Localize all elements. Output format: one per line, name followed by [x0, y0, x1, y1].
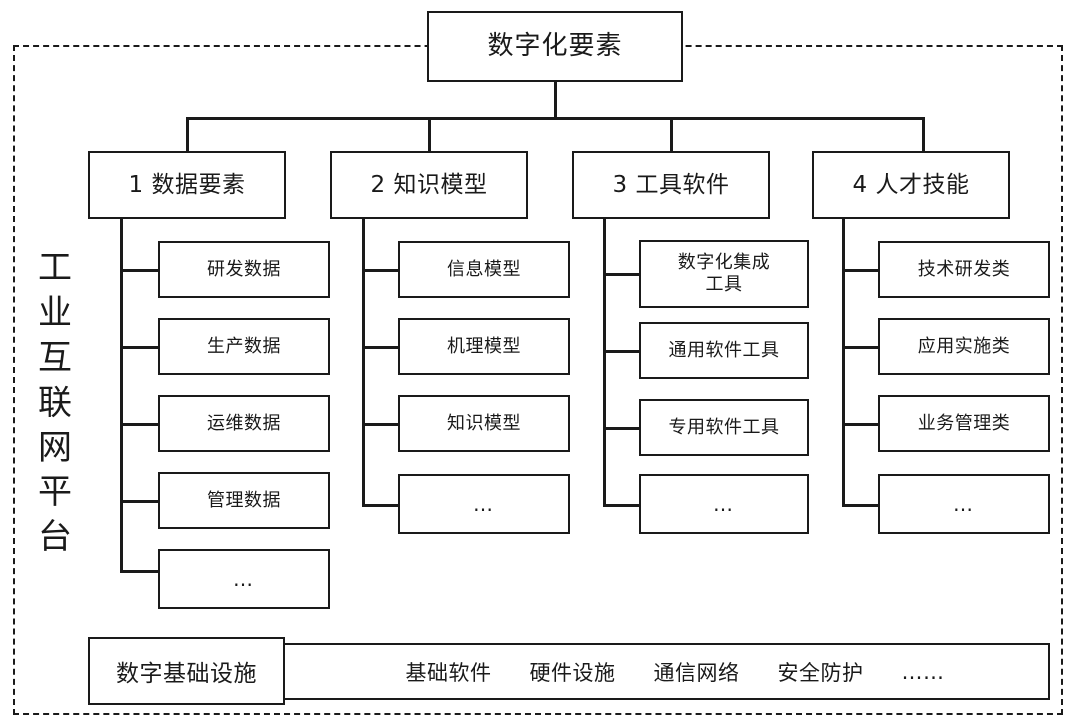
platform-boundary-dashed-frame	[13, 45, 1063, 715]
branch-connector-2-1	[362, 269, 400, 272]
branch-connector-4-1	[842, 269, 880, 272]
branch-connector-2-2	[362, 346, 400, 349]
leaf-node-4-1: 技术研发类	[878, 241, 1050, 298]
leaf-node-3-1-text: 数字化集成 工具	[677, 252, 771, 295]
leaf-node-1-3: 运维数据	[158, 395, 330, 452]
category-node-talent-skills: 4 人才技能	[812, 151, 1010, 219]
branch-connector-1-2	[120, 346, 160, 349]
branch-connector-2-4	[362, 504, 400, 507]
platform-label-char-3: 互	[38, 337, 72, 378]
leaf-node-2-4-ellipsis: …	[398, 474, 570, 534]
leaf-node-2-1: 信息模型	[398, 241, 570, 298]
branch-connector-4-2	[842, 346, 880, 349]
branch-connector-1-5	[120, 570, 160, 573]
platform-label-vertical: 工 业 互 联 网 平 台	[32, 246, 78, 560]
leaf-node-4-4-ellipsis: …	[878, 474, 1050, 534]
infrastructure-item-4: 安全防护	[777, 660, 864, 685]
leaf-node-2-2: 机理模型	[398, 318, 570, 375]
branch-connector-3-2	[603, 350, 641, 353]
category-drop-connector-3	[670, 117, 673, 151]
category-node-knowledge-models: 2 知识模型	[330, 151, 528, 219]
column-spine-connector-3	[603, 219, 606, 504]
leaf-node-4-2: 应用实施类	[878, 318, 1050, 375]
column-spine-connector-2	[362, 219, 365, 504]
leaf-node-3-1: 数字化集成 工具	[639, 240, 809, 308]
infrastructure-item-2: 硬件设施	[529, 660, 616, 685]
category-node-tool-software: 3 工具软件	[572, 151, 770, 219]
branch-connector-1-3	[120, 423, 160, 426]
infrastructure-item-5-ellipsis: ……	[901, 659, 945, 684]
infrastructure-items-row: 基础软件 硬件设施 通信网络 安全防护 ……	[300, 643, 1050, 700]
category-node-data-elements: 1 数据要素	[88, 151, 286, 219]
platform-label-char-4: 联	[38, 382, 72, 423]
platform-label-char-2: 业	[38, 292, 72, 333]
infrastructure-label-box: 数字基础设施	[88, 637, 285, 705]
leaf-node-3-2: 通用软件工具	[639, 322, 809, 379]
column-spine-connector-4	[842, 219, 845, 504]
infrastructure-item-1: 基础软件	[405, 660, 492, 685]
leaf-node-3-4-ellipsis: …	[639, 474, 809, 534]
branch-connector-2-3	[362, 423, 400, 426]
platform-label-char-5: 网	[38, 427, 72, 468]
leaf-node-1-2: 生产数据	[158, 318, 330, 375]
category-drop-connector-4	[922, 117, 925, 151]
branch-connector-1-4	[120, 500, 160, 503]
branch-connector-4-3	[842, 423, 880, 426]
root-node-digital-elements: 数字化要素	[427, 11, 683, 82]
category-drop-connector-2	[428, 117, 431, 151]
leaf-node-3-3: 专用软件工具	[639, 399, 809, 456]
leaf-node-1-1: 研发数据	[158, 241, 330, 298]
leaf-node-1-5-ellipsis: …	[158, 549, 330, 609]
platform-label-char-7: 台	[38, 517, 72, 558]
category-drop-connector-1	[186, 117, 189, 151]
branch-connector-3-4	[603, 504, 641, 507]
platform-label-char-1: 工	[38, 248, 72, 288]
leaf-node-2-3: 知识模型	[398, 395, 570, 452]
branch-connector-3-1	[603, 273, 641, 276]
root-stem-connector	[554, 82, 557, 117]
branch-connector-4-4	[842, 504, 880, 507]
column-spine-connector-1	[120, 219, 123, 570]
leaf-node-4-3: 业务管理类	[878, 395, 1050, 452]
leaf-node-1-4: 管理数据	[158, 472, 330, 529]
infrastructure-item-3: 通信网络	[653, 660, 740, 685]
category-bus-connector	[186, 117, 924, 120]
branch-connector-1-1	[120, 269, 160, 272]
platform-label-char-6: 平	[38, 472, 72, 513]
branch-connector-3-3	[603, 427, 641, 430]
